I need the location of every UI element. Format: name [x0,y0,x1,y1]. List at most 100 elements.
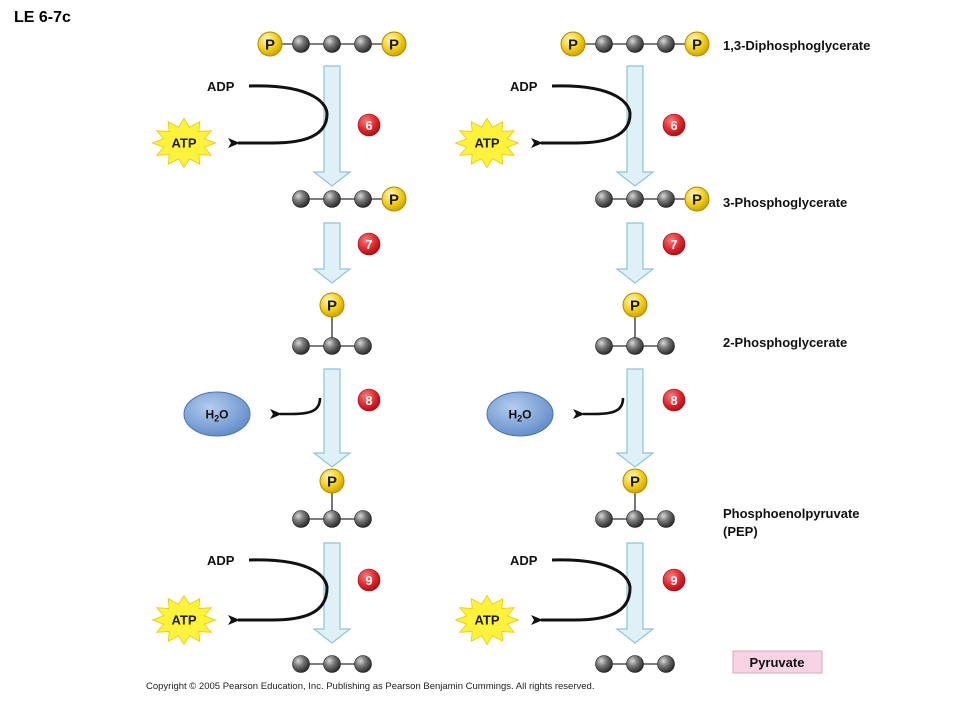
carbon-atom [657,35,675,53]
reaction-arrow [312,368,352,468]
reaction-arrow [615,368,655,468]
phosphate-group [622,292,648,318]
cofactor-arrow [531,558,632,625]
phosphate-group [319,468,345,494]
atp-label: ATP [171,136,196,151]
phosphate-group [684,186,710,212]
carbon-atom [292,35,310,53]
atp-burst [454,594,520,646]
water-release-arrow [573,397,625,419]
carbon-atom [292,337,310,355]
step-badge [662,113,686,137]
water-label: H2O [205,408,228,424]
carbon-atom [323,655,341,673]
carbon-atom [354,655,372,673]
carbon-atom [626,35,644,53]
step-badge [662,232,686,256]
step-number: 8 [670,393,677,408]
water-molecule [183,391,251,437]
atp-burst [151,117,217,169]
step-number: 8 [365,393,372,408]
atp-burst [454,117,520,169]
carbon-atom [657,337,675,355]
carbon-atom [354,337,372,355]
carbon-atom [292,510,310,528]
phosphate-label: P [692,37,702,54]
phosphate-group [319,292,345,318]
phosphate-label: P [327,474,337,491]
reaction-arrow [312,222,352,284]
carbon-atom [626,510,644,528]
copyright-notice: Copyright © 2005 Pearson Education, Inc.… [146,681,594,692]
step-badge [357,388,381,412]
step-number: 7 [365,237,372,252]
carbon-atom [595,655,613,673]
carbon-atom [595,35,613,53]
atp-burst [151,594,217,646]
label-2-phosphoglycerate: 2-Phosphoglycerate [723,335,847,350]
atp-label: ATP [474,136,499,151]
phosphate-label: P [630,474,640,491]
carbon-atom [323,337,341,355]
carbon-atom [626,655,644,673]
atp-label: ATP [474,613,499,628]
figure-title: LE 6-7c [14,9,71,26]
label-phosphoenolpyruvate: Phosphoenolpyruvate [723,506,860,521]
step-number: 6 [670,118,677,133]
carbon-atom [657,655,675,673]
water-label: H2O [508,408,531,424]
phosphate-label: P [265,37,275,54]
step-badge [357,568,381,592]
phosphate-group [257,31,283,57]
carbon-atom [323,35,341,53]
carbon-atom [323,190,341,208]
phosphate-label: P [389,192,399,209]
label-pyruvate: Pyruvate [750,655,805,670]
step-badge [357,113,381,137]
carbon-atom [292,655,310,673]
label-13-diphosphoglycerate: 1,3-Diphosphoglycerate [723,38,870,53]
step-number: 9 [365,573,372,588]
carbon-atom [657,190,675,208]
reaction-arrow [312,542,352,644]
step-badge [662,568,686,592]
carbon-atom [626,337,644,355]
reaction-arrow [615,542,655,644]
carbon-atom [595,337,613,355]
step-badge [662,388,686,412]
cofactor-arrow [531,84,632,148]
adp-label: ADP [510,553,538,568]
adp-label: ADP [207,553,235,568]
reaction-arrow [615,65,655,187]
atp-label: ATP [171,613,196,628]
carbon-atom [354,35,372,53]
phosphate-label: P [692,192,702,209]
cofactor-arrow [228,84,329,148]
reaction-arrow [615,222,655,284]
label-pep-abbrev: (PEP) [723,524,758,539]
step-number: 9 [670,573,677,588]
phosphate-label: P [327,298,337,315]
carbon-atom [595,190,613,208]
water-molecule [486,391,554,437]
pyruvate-box [732,650,823,674]
water-release-arrow [270,397,322,419]
adp-label: ADP [207,79,235,94]
carbon-atom [354,190,372,208]
phosphate-label: P [389,37,399,54]
carbon-atom [595,510,613,528]
step-number: 6 [365,118,372,133]
carbon-atom [323,510,341,528]
phosphate-group [622,468,648,494]
step-badge [357,232,381,256]
phosphate-group [381,31,407,57]
adp-label: ADP [510,79,538,94]
cofactor-arrow [228,558,329,625]
phosphate-label: P [568,37,578,54]
phosphate-group [381,186,407,212]
reaction-arrow [312,65,352,187]
step-number: 7 [670,237,677,252]
carbon-atom [626,190,644,208]
